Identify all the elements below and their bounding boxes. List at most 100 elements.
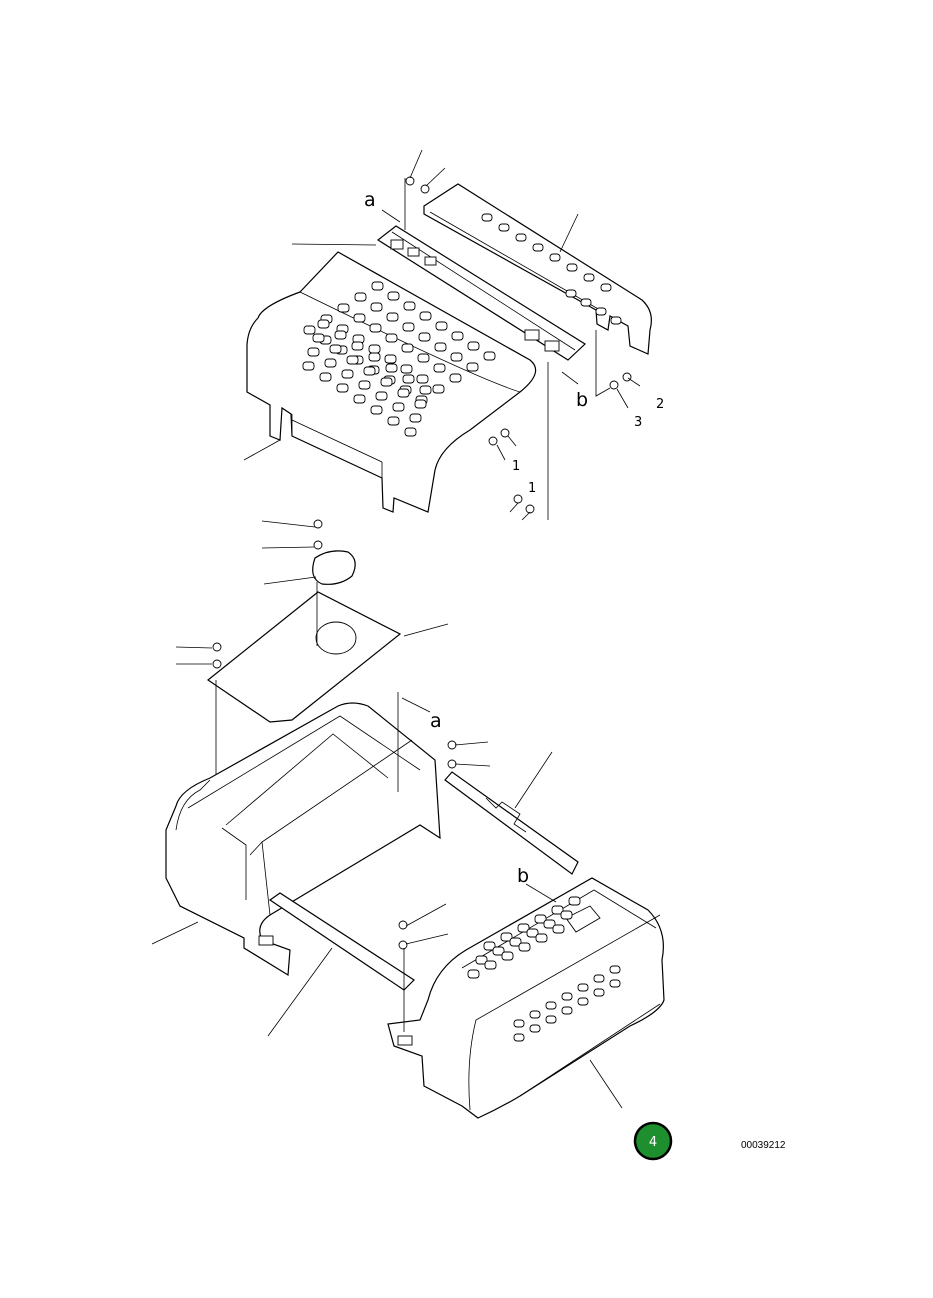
perforation-hole <box>329 344 342 354</box>
perforation-hole <box>370 405 383 415</box>
perforation-hole <box>498 223 510 232</box>
perforation-hole <box>416 374 429 384</box>
perforation-hole <box>500 932 513 942</box>
perforation-hole <box>517 923 530 933</box>
perforation-hole <box>515 233 527 242</box>
perforation-hole <box>532 243 544 252</box>
perforation-hole <box>363 366 376 376</box>
perforation-hole <box>600 283 612 292</box>
perforation-hole <box>518 942 531 952</box>
perforation-hole <box>397 388 410 398</box>
perforation-hole <box>384 354 397 364</box>
perforation-hole <box>353 394 366 404</box>
badge-number: 4 <box>649 1135 657 1150</box>
perforation-hole <box>369 323 382 333</box>
perforation-hole <box>526 928 539 938</box>
bracket-slot <box>397 1035 413 1046</box>
perforation-hole <box>593 974 605 983</box>
perforation-hole <box>385 333 398 343</box>
perforation-hole <box>467 341 480 351</box>
perforation-hole <box>433 363 446 373</box>
perforation-hole <box>435 321 448 331</box>
perforation-hole <box>449 373 462 383</box>
perforation-hole <box>580 298 592 307</box>
bracket-slot <box>390 239 404 250</box>
perforation-hole <box>401 343 414 353</box>
perforation-hole <box>501 951 514 961</box>
perforation-hole <box>492 946 505 956</box>
perforation-hole <box>483 351 496 361</box>
leader-lines-upper <box>243 149 641 521</box>
bracket-slot <box>424 256 437 266</box>
perforation-hole <box>551 905 564 915</box>
perforation-hole <box>375 391 388 401</box>
perforation-hole <box>317 319 330 329</box>
reference-label-b-top: b <box>576 389 588 411</box>
perforation-hole <box>484 960 497 970</box>
perforation-hole <box>392 402 405 412</box>
item-number-fragment: 2 <box>656 397 664 412</box>
inspection-cover-plate <box>206 519 402 723</box>
perforation-hole <box>534 914 547 924</box>
perforation-hole <box>545 1015 557 1024</box>
perforation-hole <box>387 291 400 301</box>
reference-label-a-bottom: a <box>430 710 442 732</box>
perforation-hole <box>336 383 349 393</box>
perforation-hole <box>334 330 347 340</box>
perforation-hole <box>577 983 589 992</box>
perforation-hole <box>529 1024 541 1033</box>
perforation-hole <box>404 427 417 437</box>
bracket-slot <box>544 340 560 352</box>
perforation-hole <box>337 303 350 313</box>
bracket-slot <box>407 247 420 257</box>
perforation-hole <box>466 362 479 372</box>
perforation-hole <box>561 1006 573 1015</box>
perforation-hole <box>324 358 337 368</box>
perforation-hole <box>319 372 332 382</box>
perforation-hole <box>414 399 427 409</box>
lower-support-bracket <box>444 771 579 875</box>
perforation-hole <box>385 363 398 373</box>
perforation-hole <box>565 289 577 298</box>
leader-lines-lower <box>151 692 623 1109</box>
perforation-hole <box>577 997 589 1006</box>
perforation-hole <box>419 311 432 321</box>
perforation-hole <box>560 910 573 920</box>
perforation-hole <box>368 344 381 354</box>
perforation-hole <box>418 332 431 342</box>
drawing-code: 00039212 <box>741 1140 786 1151</box>
lower-cross-bar <box>268 892 415 991</box>
bracket-slot <box>258 935 274 946</box>
perforation-hole <box>483 941 496 951</box>
perforation-hole <box>513 1033 525 1042</box>
perforation-hole <box>535 933 548 943</box>
reference-label-a-top: a <box>364 189 376 211</box>
perforation-hole <box>353 313 366 323</box>
perforation-hole <box>566 263 578 272</box>
perforation-hole <box>561 992 573 1001</box>
item-number-fragment: 1 <box>512 459 520 474</box>
page-badge: 4 <box>633 1121 673 1161</box>
lower-hood-frame <box>165 702 441 977</box>
perforation-hole <box>370 302 383 312</box>
perforation-hole <box>609 979 621 988</box>
perforation-hole <box>583 273 595 282</box>
perforation-hole <box>312 333 325 343</box>
perforation-hole <box>307 347 320 357</box>
upper-cover-perforations <box>302 281 496 437</box>
perforation-hole <box>346 355 359 365</box>
perforation-hole <box>529 1010 541 1019</box>
perforation-hole <box>387 416 400 426</box>
perforation-hole <box>513 1019 525 1028</box>
perforation-hole <box>451 331 464 341</box>
perforation-hole <box>545 1001 557 1010</box>
perforation-hole <box>481 213 493 222</box>
reference-label-b-bottom: b <box>517 865 529 887</box>
perforation-hole <box>552 924 565 934</box>
perforation-hole <box>568 896 581 906</box>
perforation-hole <box>593 988 605 997</box>
perforation-hole <box>432 384 445 394</box>
upper-bracket-rail <box>376 225 586 361</box>
perforation-hole <box>351 341 364 351</box>
